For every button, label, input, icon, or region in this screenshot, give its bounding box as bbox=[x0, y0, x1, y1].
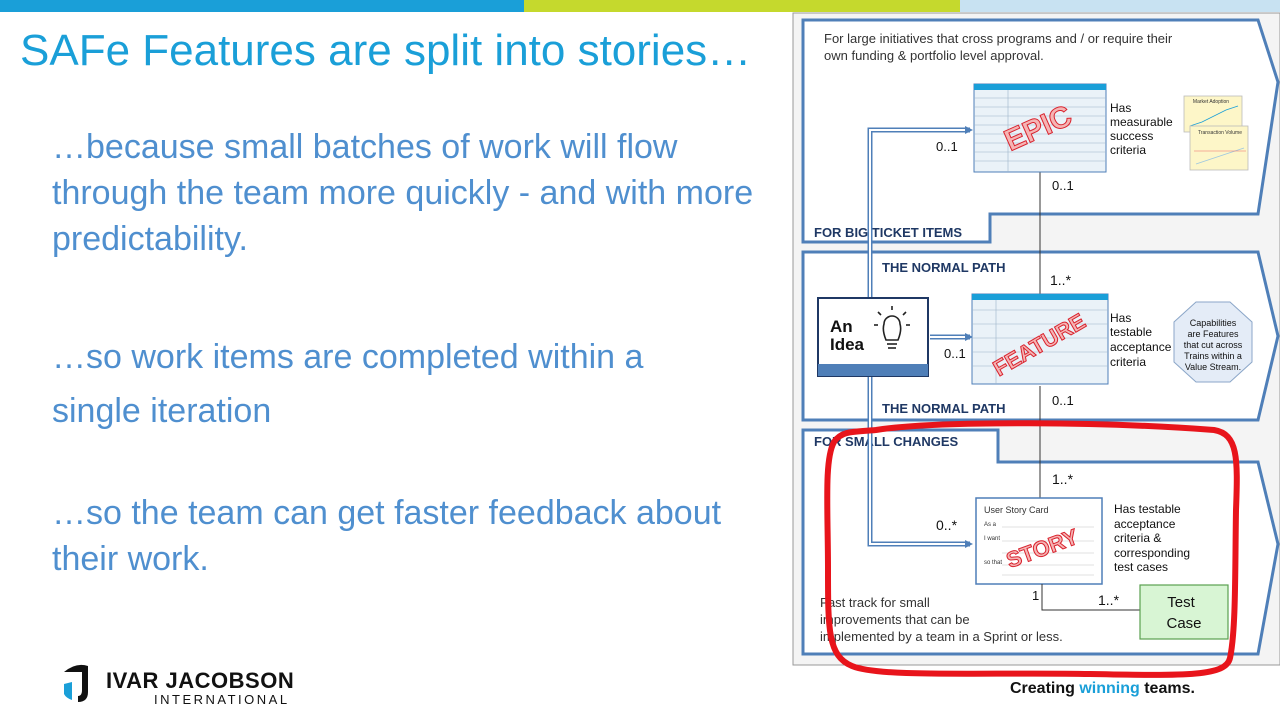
capabilities-callout: Capabilities are Features that cut acros… bbox=[1173, 301, 1253, 383]
story-note-5: test cases bbox=[1114, 560, 1168, 574]
fast-track-note-3: implemented by a team in a Sprint or les… bbox=[820, 629, 1063, 644]
tagline-highlight: winning bbox=[1079, 680, 1140, 697]
bullet-3: …so the team can get faster feedback abo… bbox=[52, 494, 722, 578]
feature-note-3: acceptance bbox=[1110, 340, 1172, 354]
story-note-3: criteria & bbox=[1114, 531, 1161, 545]
epic-document: EPIC bbox=[973, 83, 1107, 173]
chart-thumb-1-title: Market Adoption bbox=[1193, 99, 1229, 105]
top-note-line-2: own funding & portfolio level approval. bbox=[824, 48, 1044, 63]
epic-note-2: measurable bbox=[1110, 115, 1173, 129]
feature-note-2: testable bbox=[1110, 325, 1152, 339]
mult-feature-below: 0..1 bbox=[1052, 393, 1074, 408]
chart-thumbnail-2: Transaction Volume bbox=[1189, 125, 1249, 171]
mult-test-left: 1 bbox=[1032, 588, 1039, 603]
test-case-box: Test Case bbox=[1139, 584, 1229, 640]
tagline: Creating winning teams. bbox=[1010, 680, 1195, 698]
bullet-2: …so work items are completed within a si… bbox=[52, 338, 644, 430]
story-note-1: Has testable bbox=[1114, 502, 1181, 516]
story-card-row-2: I want bbox=[984, 536, 1000, 542]
tagline-pre: Creating bbox=[1010, 680, 1080, 697]
top-bar-green bbox=[524, 0, 960, 12]
big-ticket-label: FOR BIG TICKET ITEMS bbox=[814, 225, 962, 240]
highlight-ring bbox=[824, 420, 1240, 678]
capabilities-note-2: are Features bbox=[1187, 329, 1239, 339]
epic-note-4: criteria bbox=[1110, 143, 1146, 157]
idea-line-2: Idea bbox=[830, 335, 865, 354]
lightbulb-icon bbox=[874, 306, 910, 349]
fast-track-note-1: Fast track for small bbox=[820, 595, 930, 610]
test-case-line-2: Case bbox=[1166, 615, 1201, 632]
epic-note-3: success bbox=[1110, 129, 1153, 143]
mult-epic-below: 0..1 bbox=[1052, 178, 1074, 193]
fast-track-note-2: improvements that can be bbox=[820, 612, 970, 627]
feature-note-1: Has bbox=[1110, 311, 1131, 325]
top-bar-lightblue bbox=[960, 0, 1280, 12]
mult-test-right: 1..* bbox=[1098, 592, 1120, 608]
logo-main-text: IVAR JACOBSON bbox=[106, 668, 295, 693]
epic-note-1: Has bbox=[1110, 101, 1131, 115]
mult-story-above: 1..* bbox=[1052, 471, 1074, 487]
top-bar-blue bbox=[0, 0, 524, 12]
story-card-title: User Story Card bbox=[984, 505, 1049, 515]
bullet-1: …because small batches of work will flow… bbox=[52, 128, 754, 258]
tagline-post: teams. bbox=[1139, 680, 1195, 697]
slide-title: SAFe Features are split into stories… bbox=[20, 26, 752, 75]
logo-mark-icon bbox=[64, 664, 88, 702]
mult-epic-idea: 0..1 bbox=[936, 139, 958, 154]
story-card-row-3: so that bbox=[984, 560, 1002, 566]
story-card: User Story Card As a I want so that STOR… bbox=[975, 497, 1103, 585]
company-logo: IVAR JACOBSON INTERNATIONAL bbox=[62, 660, 294, 709]
mult-feature-idea: 0..1 bbox=[944, 346, 966, 361]
small-changes-label: FOR SMALL CHANGES bbox=[814, 434, 959, 449]
story-note-4: corresponding bbox=[1114, 546, 1190, 560]
story-note-2: acceptance bbox=[1114, 517, 1176, 531]
idea-box: An Idea bbox=[817, 297, 929, 377]
capabilities-note-5: Value Stream. bbox=[1185, 362, 1241, 372]
chart-thumb-2-title: Transaction Volume bbox=[1198, 130, 1242, 136]
idea-line-1: An bbox=[830, 317, 853, 336]
connector-story-test bbox=[1041, 584, 1140, 611]
feature-document: FEATURE bbox=[971, 293, 1109, 385]
top-note-line-1: For large initiatives that cross program… bbox=[824, 31, 1173, 46]
normal-path-label-top: THE NORMAL PATH bbox=[882, 260, 1006, 275]
logo-sub-text: INTERNATIONAL bbox=[154, 692, 290, 707]
normal-path-label-bottom: THE NORMAL PATH bbox=[882, 401, 1006, 416]
safe-hierarchy-diagram: For large initiatives that cross program… bbox=[792, 12, 1280, 678]
feature-note-4: criteria bbox=[1110, 355, 1146, 369]
test-case-line-1: Test bbox=[1167, 594, 1195, 611]
capabilities-note-3: that cut across bbox=[1184, 340, 1243, 350]
story-card-row-1: As a bbox=[984, 522, 997, 528]
capabilities-note-1: Capabilities bbox=[1190, 318, 1237, 328]
mult-story-idea: 0..* bbox=[936, 517, 958, 533]
mult-feature-above: 1..* bbox=[1050, 272, 1072, 288]
capabilities-note-4: Trains within a bbox=[1184, 351, 1242, 361]
